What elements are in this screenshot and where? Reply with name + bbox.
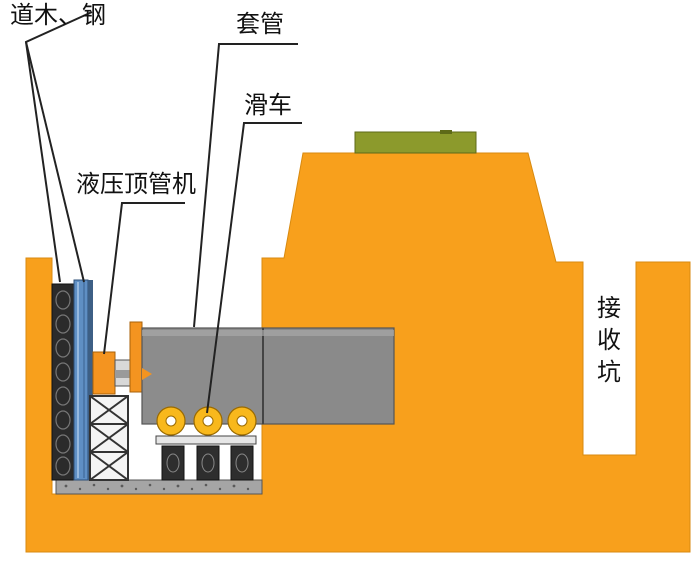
hydraulic-jack-label: 液压顶管机 [76, 170, 196, 198]
road-marker [440, 130, 452, 134]
receiving-pit-label: 接 收 坑 [596, 296, 622, 392]
trolley-wheel [193, 406, 223, 436]
receiving-pit-char: 坑 [597, 358, 621, 386]
road-slab [354, 131, 477, 154]
hydraulic-jack [92, 351, 134, 395]
casing-label: 套管 [236, 10, 284, 38]
gravel-dots [64, 483, 250, 491]
jack-support-frame [89, 395, 129, 481]
timber-steel-label: 道木、钢 [10, 1, 106, 29]
receiving-pit-char: 接 [597, 294, 621, 322]
timber-steel-backstop [51, 279, 93, 481]
leader-lines [24, 11, 302, 414]
trolley-wheel [156, 406, 186, 436]
receiving-pit-char: 收 [597, 326, 621, 354]
trolley-label: 滑车 [244, 91, 292, 119]
trolley-wheel [227, 406, 257, 436]
trolley-rail-supports [161, 445, 254, 481]
trolley [155, 406, 257, 481]
gravel-base [55, 479, 263, 495]
